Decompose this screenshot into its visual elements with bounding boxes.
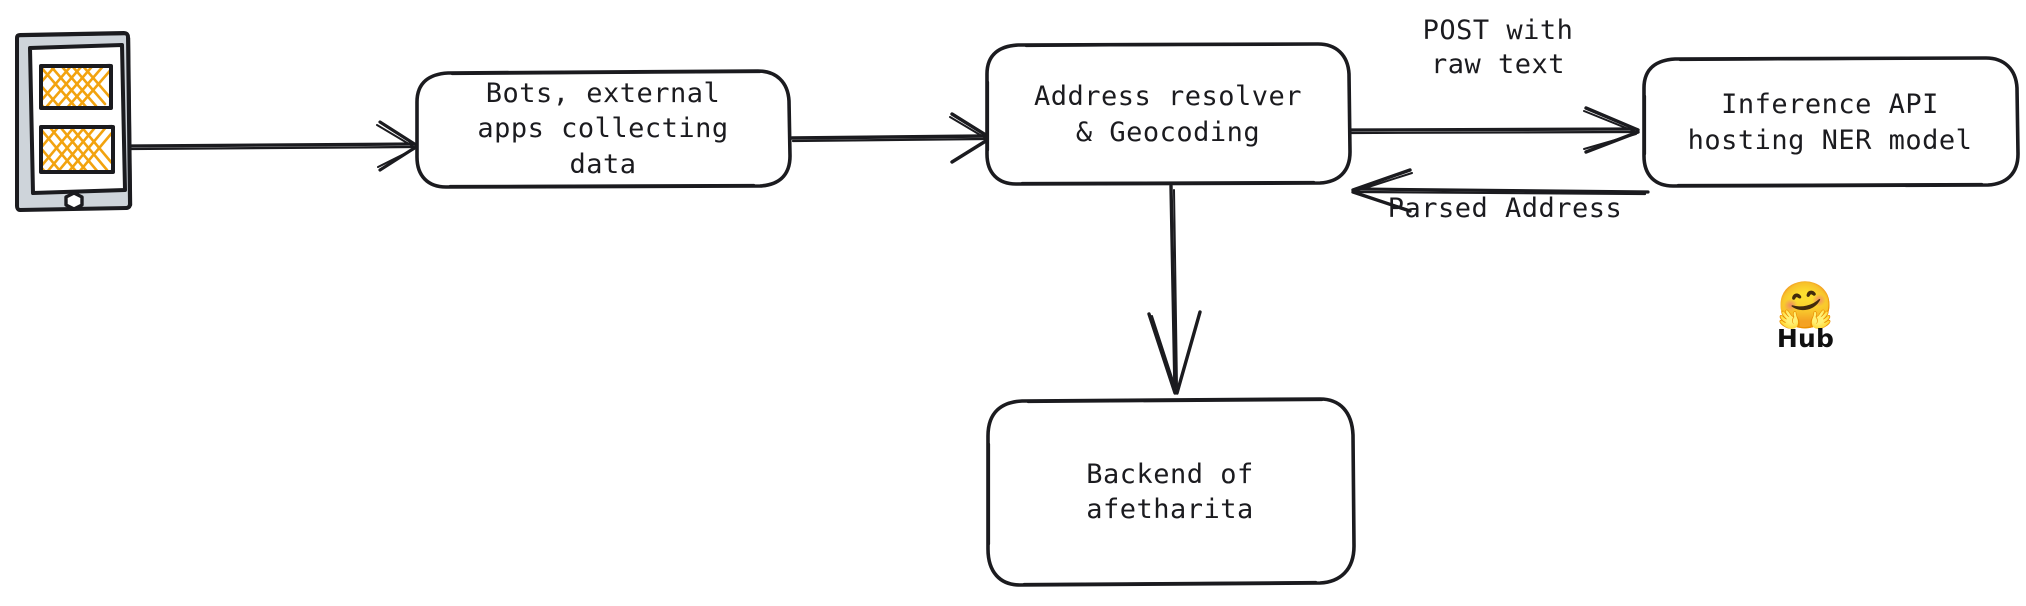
node-bots-external-apps[interactable]: Bots, external apps collecting data — [412, 68, 794, 190]
edge-resolver-to-backend — [1130, 184, 1240, 396]
edge-resolver-to-inference — [1348, 94, 1648, 174]
hugging-face-hub-logo: 🤗 Hub — [1748, 282, 1863, 374]
node-label-backend-afetharita: Backend of afetharita — [1086, 458, 1254, 525]
node-label-bots-external-apps: Bots, external apps collecting data — [477, 78, 729, 180]
hugging-face-emoji: 🤗 — [1776, 278, 1835, 332]
node-inference-api[interactable]: Inference API hosting NER model — [1638, 56, 2022, 189]
node-label-address-resolver: Address resolver & Geocoding — [1033, 81, 1303, 148]
edge-label-post-with-raw-text: POST with raw text — [1422, 15, 1574, 80]
edge-label-parsed-address: Parsed Address — [1387, 193, 1623, 224]
node-address-resolver[interactable]: Address resolver & Geocoding — [982, 42, 1354, 187]
edge-bots-to-resolver — [790, 100, 1000, 180]
hub-logo-label: Hub — [1776, 324, 1835, 353]
mobile-phone-icon — [8, 30, 136, 212]
node-label-inference-api: Inference API hosting NER model — [1687, 89, 1973, 156]
node-backend-afetharita[interactable]: Backend of afetharita — [982, 394, 1358, 590]
edge-phone-to-bots — [128, 108, 428, 188]
